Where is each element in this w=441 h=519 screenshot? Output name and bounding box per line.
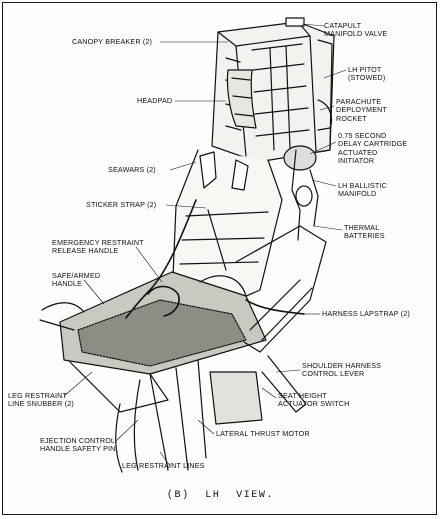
leader-lines: [63, 23, 347, 467]
label-delay-cartridge: 0.75 SECOND DELAY CARTRIDGE ACTUATED INI…: [338, 131, 408, 166]
label-emergency-restraint-release-handle: EMERGENCY RESTRAINT RELEASE HANDLE: [52, 238, 144, 256]
label-parachute-deployment-rocket: PARACHUTE DEPLOYMENT ROCKET: [336, 97, 388, 123]
label-ejection-control-handle-safety-pin: EJECTION CONTROL HANDLE SAFETY PIN: [40, 436, 116, 454]
label-shoulder-harness-control-lever: SHOULDER HARNESS CONTROL LEVER: [302, 361, 382, 379]
control-handles: [39, 285, 180, 331]
label-seat-height-actuator-switch: SEAT HEIGHT ACTUATOR SWITCH: [278, 391, 350, 409]
label-lateral-thrust-motor: LATERAL THRUST MOTOR: [216, 429, 310, 438]
label-lh-ballistic-manifold: LH BALLISTIC MANIFOLD: [338, 181, 387, 199]
label-leg-restraint-lines: LEG RESTRAINT LINES: [122, 461, 205, 470]
right-side-pyro: [283, 99, 333, 241]
figure-caption: (B) LH VIEW.: [166, 490, 275, 501]
label-safe-armed-handle: SAFE/ARMED HANDLE: [52, 271, 101, 289]
label-canopy-breaker: CANOPY BREAKER (2): [72, 37, 153, 46]
label-leg-restraint-line-snubber: LEG RESTRAINT LINE SNUBBER (2): [8, 391, 74, 409]
label-seawars: SEAWARS (2): [108, 165, 156, 174]
label-harness-lapstrap: HARNESS LAPSTRAP (2): [322, 309, 410, 318]
label-headpad: HEADPAD: [137, 96, 173, 105]
label-lh-pitot: LH PITOT (STOWED): [348, 65, 386, 83]
seat-pan: [59, 271, 267, 413]
headpad: [226, 69, 257, 129]
harness-straps: [125, 199, 305, 319]
label-sticker-strap: STICKER STRAP (2): [86, 200, 157, 209]
label-catapult-manifold-valve: CATAPULT MANIFOLD VALVE: [324, 21, 388, 39]
label-thermal-batteries: THERMAL BATTERIES: [344, 223, 385, 241]
lower-frame: [115, 225, 327, 473]
